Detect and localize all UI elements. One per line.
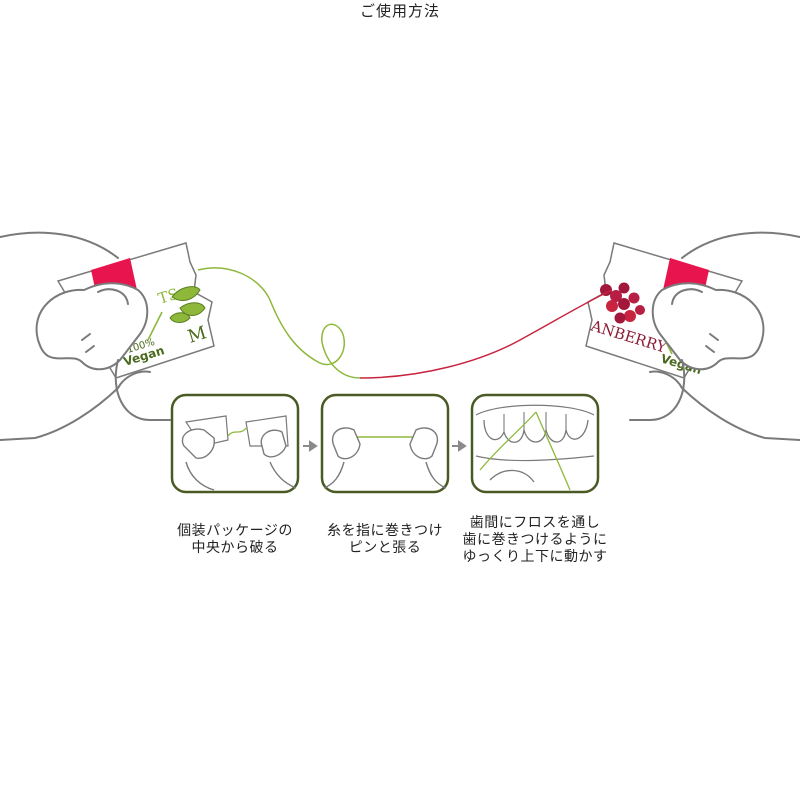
right-hand-front (629, 282, 765, 421)
left-package-name: TS (156, 285, 181, 308)
step-2-caption-line-1: 糸を指に巻きつけ (327, 523, 443, 539)
step-1-caption-line-1: 個装パッケージの (177, 523, 293, 539)
cranberry-floss (359, 289, 613, 379)
step-1-caption: 個装パッケージの 中央から破る (135, 523, 335, 557)
step-2-caption-line-2: ピンと張る (348, 540, 422, 556)
mint-leaf-icon (169, 286, 206, 323)
step-3-illustration (470, 393, 600, 494)
step-3-caption: 歯間にフロスを通し 歯に巻きつけるように ゆっくり上下に動かす (435, 515, 635, 566)
arrow-right-icon (452, 440, 467, 452)
step-2-caption: 糸を指に巻きつけ ピンと張る (285, 523, 485, 557)
step-2-illustration (320, 393, 450, 494)
step-3-caption-line-1: 歯間にフロスを通し (469, 515, 601, 531)
step-1-illustration (170, 393, 300, 494)
step-3-caption-line-3: ゆっくり上下に動かす (462, 549, 608, 565)
right-hand (649, 231, 800, 441)
left-hand-front (35, 282, 171, 421)
left-hand (0, 231, 151, 441)
arrow-right-icon (303, 440, 318, 452)
cranberry-icon (600, 282, 645, 324)
step-1-caption-line-2: 中央から破る (191, 540, 279, 556)
left-package-initial: M (185, 322, 209, 347)
page-title: ご使用方法 (359, 2, 440, 20)
step-3-caption-line-2: 歯に巻きつけるように (462, 532, 608, 548)
mint-floss (197, 267, 361, 379)
